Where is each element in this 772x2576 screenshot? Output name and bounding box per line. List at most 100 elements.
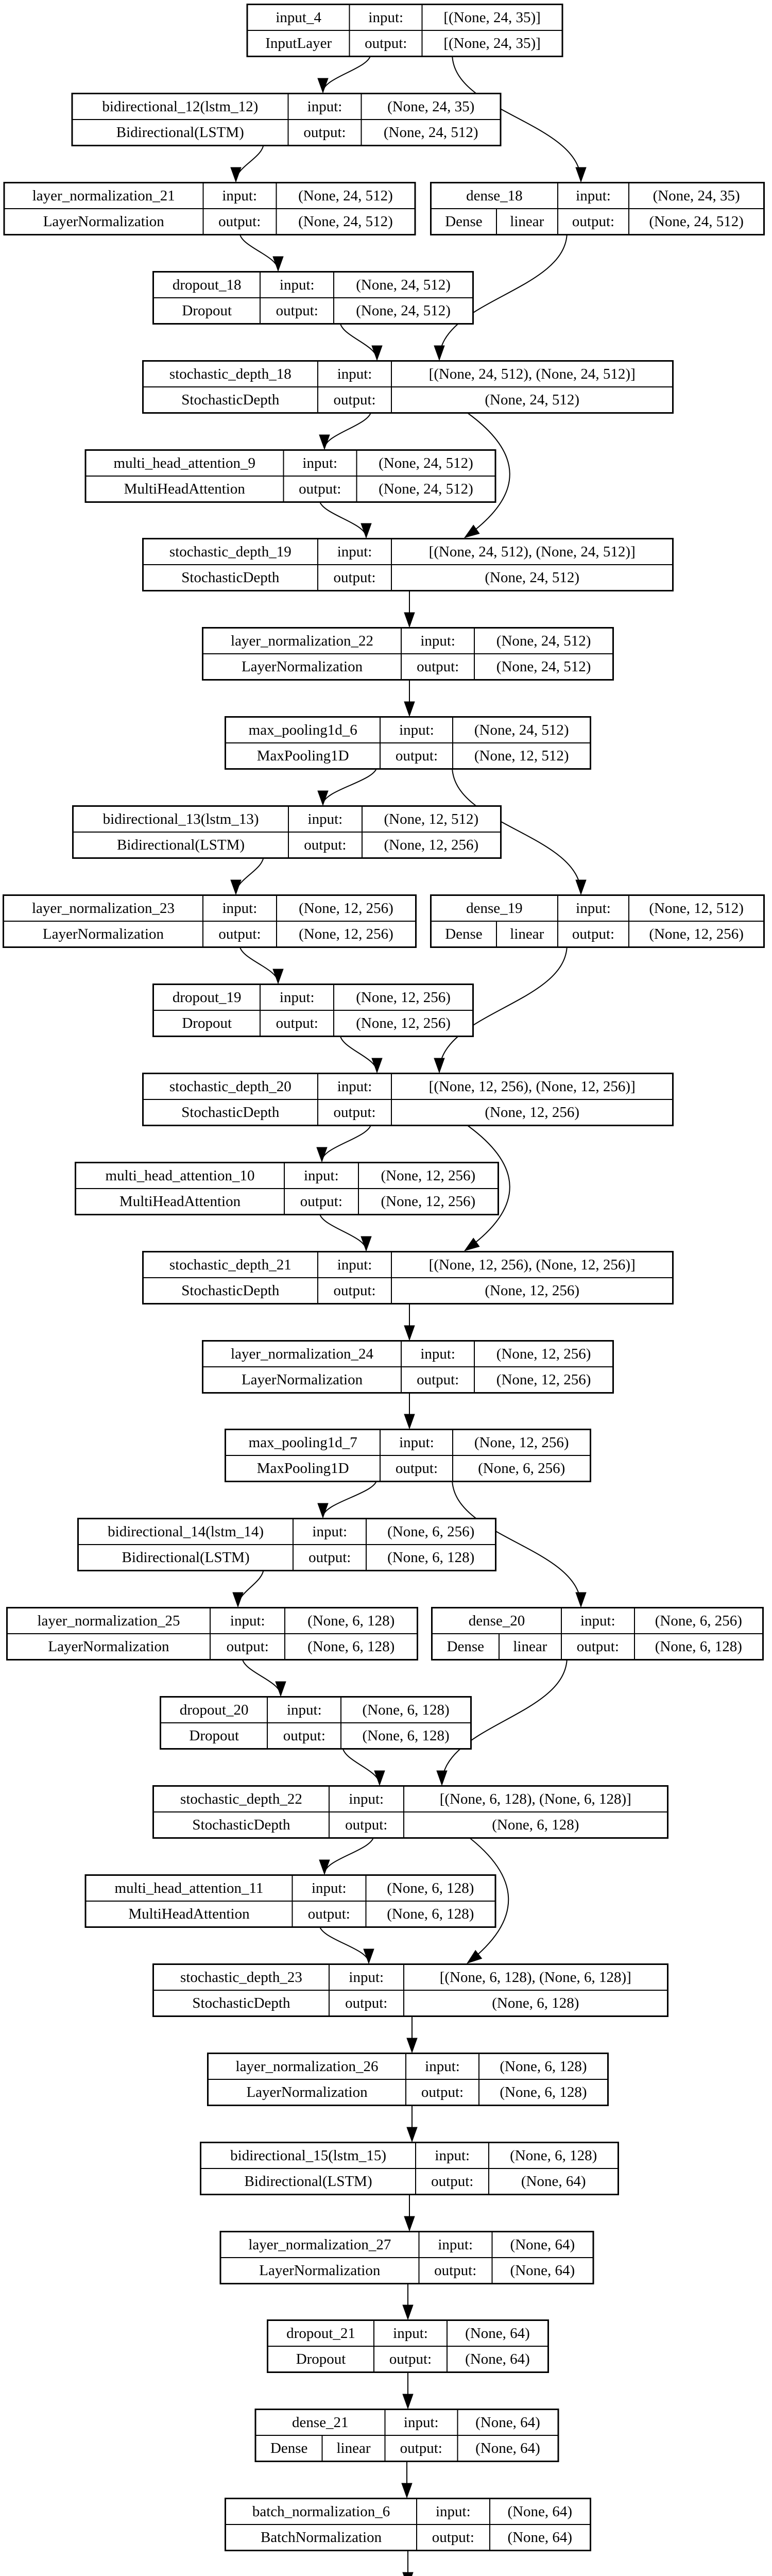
node-name: stochastic_depth_22 <box>152 1785 330 1812</box>
node-output-shape: (None, 24, 512) <box>356 476 496 503</box>
node-output-shape: (None, 24, 512) <box>628 208 765 235</box>
node-type: Dropout <box>267 2346 375 2373</box>
node-output-shape: (None, 6, 128) <box>633 1633 764 1660</box>
node-name: stochastic_depth_20 <box>142 1073 318 1100</box>
node-type: LayerNormalization <box>3 921 203 948</box>
node-name: stochastic_depth_23 <box>152 1963 330 1991</box>
node-type: LayerNormalization <box>3 208 204 235</box>
node-io-label: output: <box>202 208 277 235</box>
node-activation: linear <box>495 921 558 948</box>
node-io-label: input: <box>380 1429 454 1456</box>
node-type: LayerNormalization <box>207 2079 407 2106</box>
node-output-shape: (None, 24, 512) <box>474 653 614 681</box>
node-input-shape: (None, 24, 35) <box>361 93 502 120</box>
node-io-label: input: <box>401 1340 475 1367</box>
node-name: multi_head_attention_10 <box>75 1162 285 1189</box>
node-io-label: input: <box>291 1874 367 1902</box>
edge-max_pooling1d_7-to-dense_20 <box>452 1478 587 1608</box>
edge-layer_normalization_21-to-dropout_18 <box>239 231 284 272</box>
node-io-label: input: <box>317 1073 392 1100</box>
node-io-label: output: <box>267 1722 342 1750</box>
node-io-label: input: <box>373 2319 448 2347</box>
node-io-label: input: <box>349 4 423 31</box>
node-io-label: input: <box>283 449 357 477</box>
node-input-shape: (None, 6, 128) <box>488 2142 619 2169</box>
node-name: multi_head_attention_9 <box>84 449 284 477</box>
node-io-label: input: <box>561 1607 635 1634</box>
node-type: LayerNormalization <box>202 1366 402 1394</box>
node-name: batch_normalization_6 <box>225 2498 418 2525</box>
node-name: dense_19 <box>430 894 558 922</box>
node-io-label: input: <box>416 2498 490 2525</box>
node-name: input_4 <box>247 4 350 31</box>
node-name: max_pooling1d_7 <box>225 1429 381 1456</box>
node-type: InputLayer <box>247 30 350 57</box>
node-type: Dense <box>430 921 497 948</box>
node-output-shape: (None, 64) <box>457 2435 559 2462</box>
node-input-shape: (None, 6, 256) <box>366 1518 496 1545</box>
node-input-shape: (None, 24, 512) <box>356 449 496 477</box>
node-name: dropout_21 <box>267 2319 375 2347</box>
node-output-shape: (None, 6, 128) <box>403 1811 668 1839</box>
node-type: Bidirectional(LSTM) <box>77 1544 294 1571</box>
node-input-shape: (None, 12, 256) <box>333 984 474 1011</box>
layer-node-bidirectional_13: bidirectional_13(lstm_13)input:(None, 12… <box>72 805 502 859</box>
node-type: Bidirectional(LSTM) <box>71 119 289 146</box>
node-input-shape: [(None, 12, 256), (None, 12, 256)] <box>391 1073 674 1100</box>
node-input-shape: (None, 24, 512) <box>452 716 591 743</box>
node-io-label: input: <box>317 1251 392 1278</box>
node-output-shape: (None, 6, 128) <box>366 1544 496 1571</box>
node-activation: linear <box>495 208 558 235</box>
edge-bidirectional_14-to-layer_normalization_25 <box>232 1567 264 1608</box>
node-output-shape: (None, 12, 256) <box>628 921 765 948</box>
node-io-label: output: <box>557 208 630 235</box>
node-name: layer_normalization_21 <box>3 182 204 209</box>
node-io-label: output: <box>328 1990 404 2017</box>
node-name: layer_normalization_24 <box>202 1340 402 1367</box>
edge-stochastic_depth_20-to-stochastic_depth_21 <box>463 1122 510 1251</box>
edge-layer_normalization_23-to-dropout_19 <box>239 944 284 985</box>
node-input-shape: (None, 64) <box>457 2409 559 2436</box>
node-input-shape: (None, 64) <box>491 2231 594 2258</box>
layer-node-bidirectional_12: bidirectional_12(lstm_12)input:(None, 24… <box>71 93 502 146</box>
edge-max_pooling1d_7-to-bidirectional_14 <box>317 1478 378 1519</box>
node-output-shape: (None, 12, 512) <box>452 742 591 770</box>
edge-stochastic_depth_22-to-multi_head_attention_11 <box>319 1835 374 1875</box>
node-type: StochasticDepth <box>152 1990 330 2017</box>
node-input-shape: (None, 12, 256) <box>452 1429 591 1456</box>
node-name: layer_normalization_25 <box>6 1607 211 1634</box>
node-type: Dropout <box>152 1010 261 1037</box>
node-output-shape: (None, 6, 256) <box>452 1455 591 1482</box>
node-input-shape: (None, 64) <box>446 2319 549 2347</box>
node-output-shape: (None, 12, 256) <box>276 921 417 948</box>
node-io-label: input: <box>260 271 335 298</box>
node-io-label: input: <box>209 1607 286 1634</box>
node-io-label: output: <box>384 2435 458 2462</box>
node-io-label: input: <box>317 360 392 387</box>
node-output-shape: (None, 6, 128) <box>284 1633 418 1660</box>
node-input-shape: (None, 6, 128) <box>478 2053 609 2080</box>
node-io-label: output: <box>415 2168 490 2195</box>
node-output-shape: (None, 12, 256) <box>333 1010 474 1037</box>
node-type: LayerNormalization <box>202 653 402 681</box>
node-name: dense_20 <box>431 1607 562 1634</box>
